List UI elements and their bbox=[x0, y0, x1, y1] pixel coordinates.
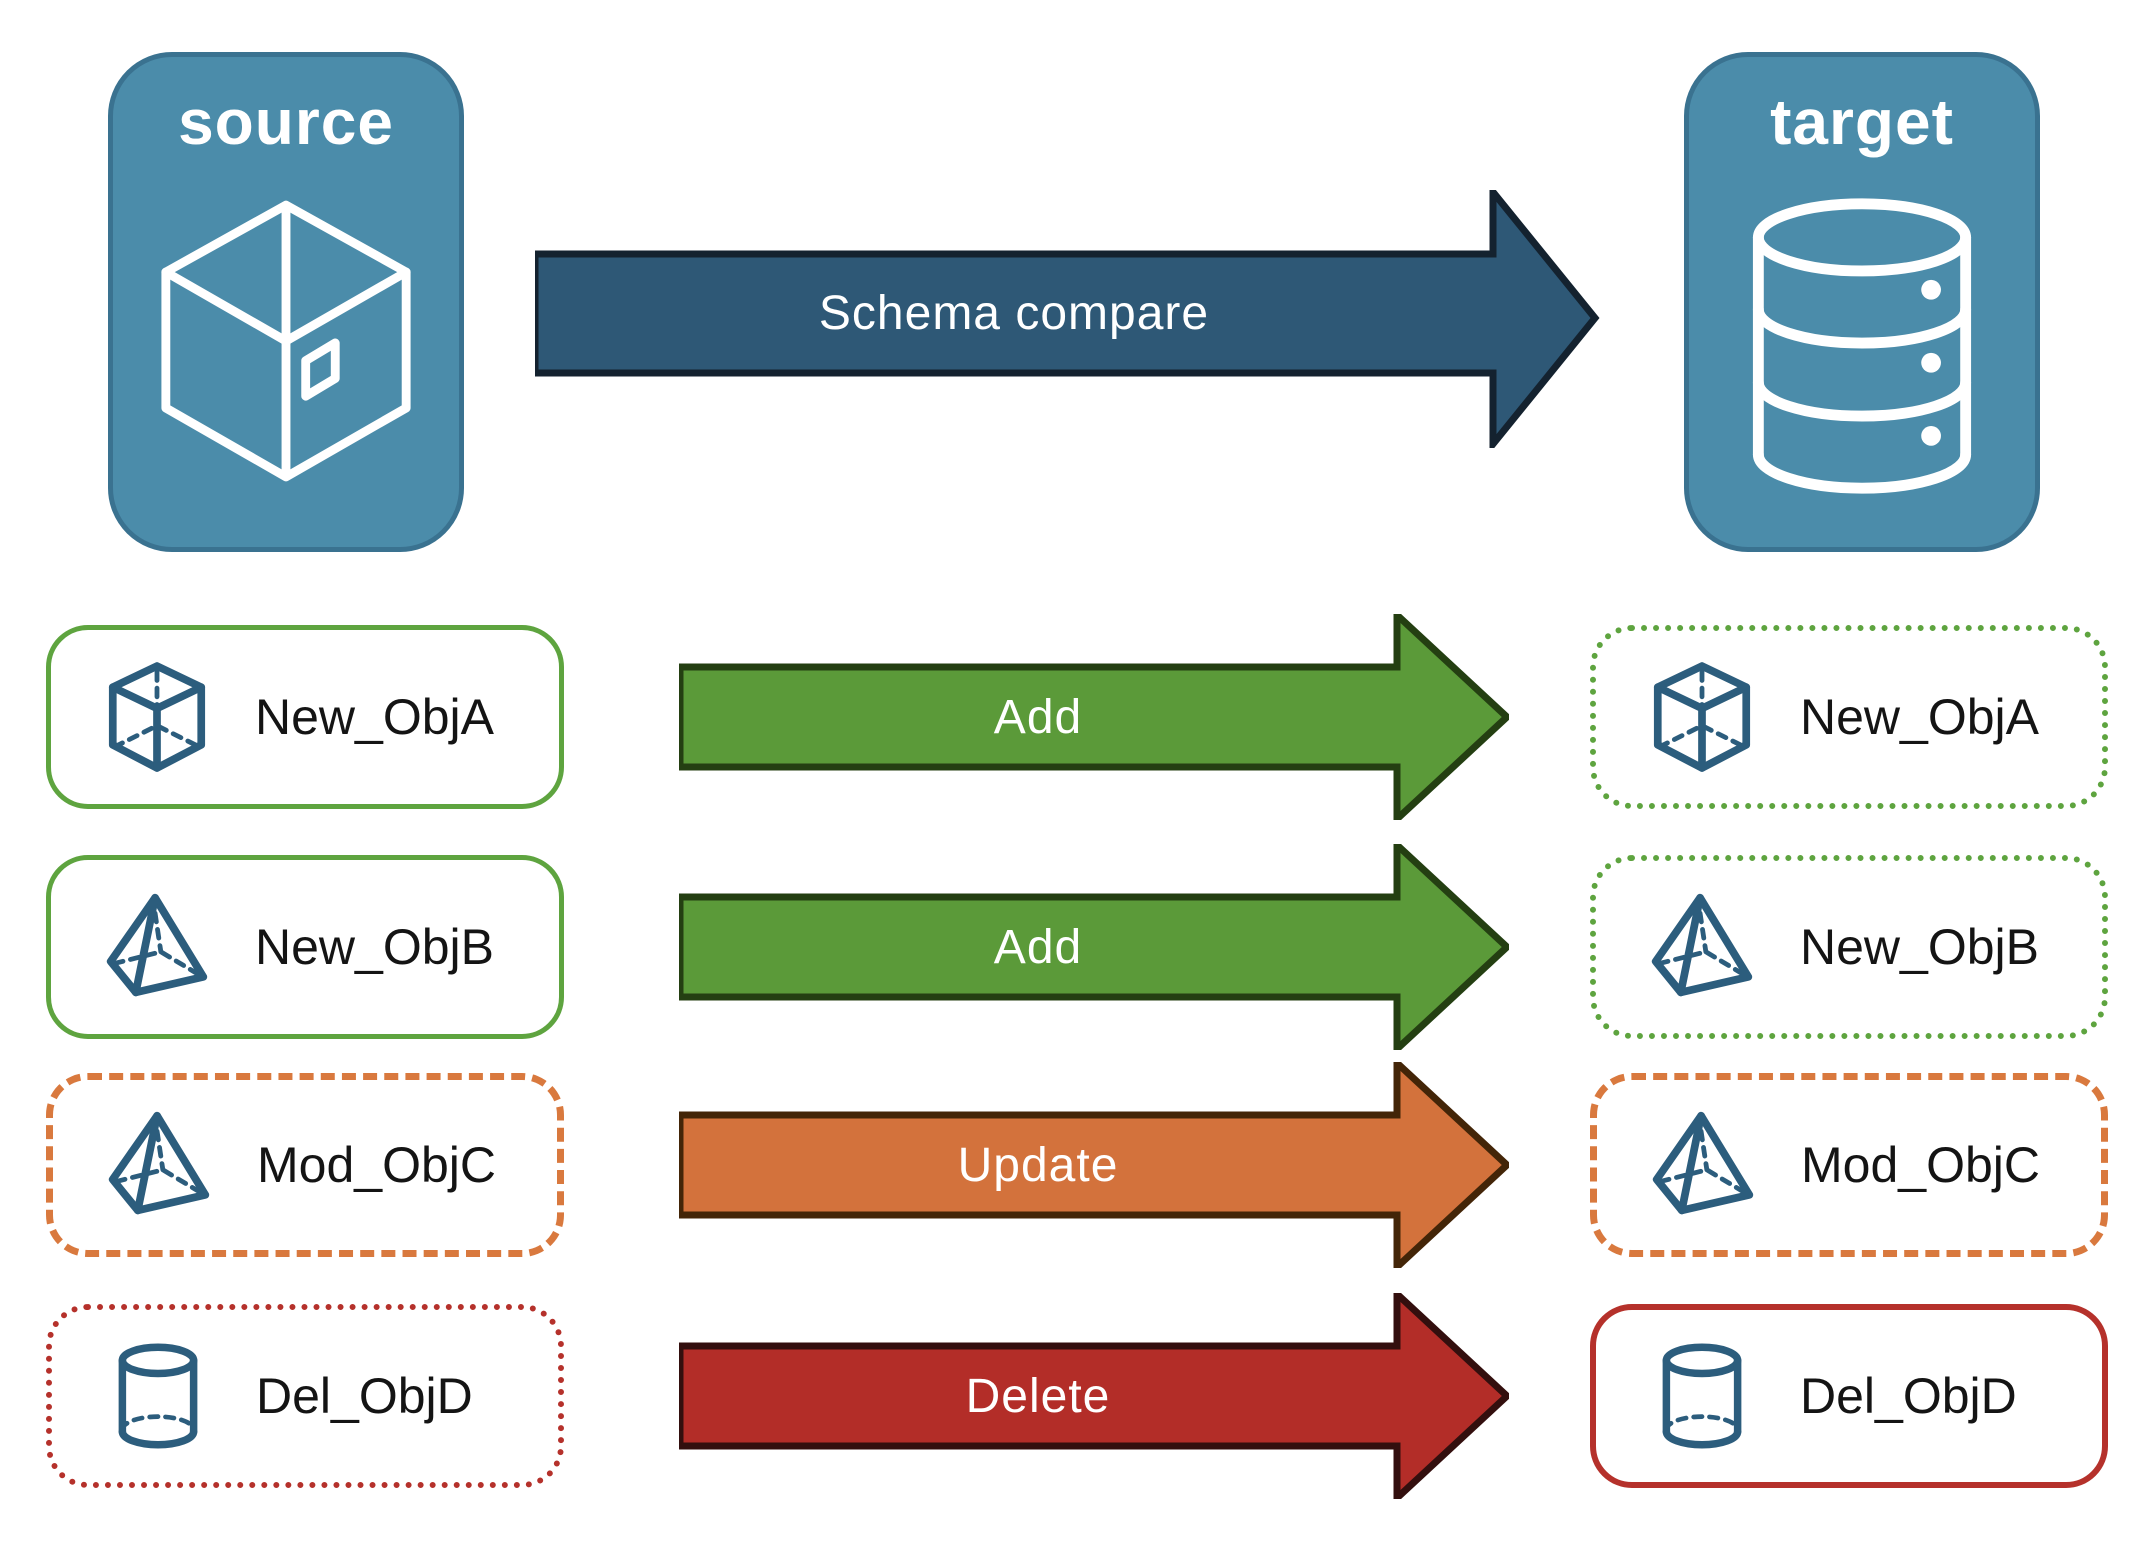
source-object-card-del-objd: Del_ObjD bbox=[46, 1304, 564, 1488]
action-label-row1: Add bbox=[993, 690, 1083, 744]
target-box: target bbox=[1684, 52, 2040, 552]
object-name: New_ObjB bbox=[255, 919, 494, 975]
object-name: New_ObjA bbox=[255, 689, 494, 745]
source-object-card-new-objb: New_ObjB bbox=[46, 855, 564, 1039]
cylinder-icon bbox=[102, 1341, 214, 1451]
target-object-card-del-objd: Del_ObjD bbox=[1590, 1304, 2108, 1488]
pyramid-icon bbox=[1646, 892, 1758, 1002]
object-name: Mod_ObjC bbox=[1801, 1137, 2040, 1193]
delete-arrow-row4 bbox=[679, 1293, 1509, 1499]
source-object-card-new-obja: New_ObjA bbox=[46, 625, 564, 809]
add-arrow-row2 bbox=[679, 844, 1509, 1050]
package-icon bbox=[161, 200, 411, 482]
cylinder-icon bbox=[1646, 1341, 1758, 1451]
target-object-card-mod-objc: Mod_ObjC bbox=[1590, 1073, 2108, 1257]
action-label-row4: Delete bbox=[965, 1369, 1111, 1423]
source-object-card-mod-objc: Mod_ObjC bbox=[46, 1073, 564, 1257]
pyramid-icon bbox=[101, 892, 213, 1002]
target-label: target bbox=[1770, 86, 1954, 158]
update-arrow-row3 bbox=[679, 1062, 1509, 1268]
target-object-card-new-objb: New_ObjB bbox=[1590, 855, 2108, 1039]
source-box: source bbox=[108, 52, 464, 552]
schema-compare-arrow bbox=[535, 190, 1600, 448]
object-name: Del_ObjD bbox=[256, 1368, 473, 1424]
database-icon bbox=[1752, 198, 1972, 494]
cube-icon bbox=[101, 662, 213, 772]
cube-icon bbox=[1646, 662, 1758, 772]
add-arrow-row1 bbox=[679, 614, 1509, 820]
object-name: New_ObjB bbox=[1800, 919, 2039, 975]
pyramid-icon bbox=[103, 1110, 215, 1220]
target-object-card-new-obja: New_ObjA bbox=[1590, 625, 2108, 809]
pyramid-icon bbox=[1647, 1110, 1759, 1220]
source-label: source bbox=[178, 86, 394, 158]
action-label-row2: Add bbox=[993, 920, 1083, 974]
object-name: Del_ObjD bbox=[1800, 1368, 2017, 1424]
object-name: New_ObjA bbox=[1800, 689, 2039, 745]
action-label-row3: Update bbox=[957, 1138, 1119, 1192]
schema-compare-label: Schema compare bbox=[818, 286, 1210, 340]
object-name: Mod_ObjC bbox=[257, 1137, 496, 1193]
